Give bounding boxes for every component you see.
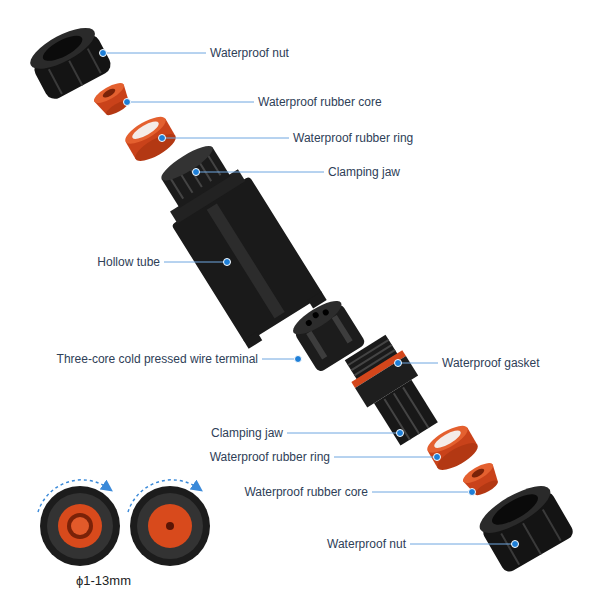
part-label: Waterproof nut	[210, 45, 289, 61]
part-label: Waterproof gasket	[442, 355, 540, 371]
part-label: Clamping jaw	[211, 425, 283, 441]
part-label: Waterproof rubber core	[244, 484, 368, 500]
rubber-core-top	[91, 79, 134, 119]
rubber-ring-top	[122, 112, 180, 166]
clamping-jaw-lower	[340, 332, 445, 450]
leader-lines	[103, 53, 515, 544]
rubber-core-bottom	[460, 459, 503, 499]
part-label: Hollow tube	[97, 254, 160, 270]
part-label: Waterproof rubber ring	[293, 130, 413, 146]
hollow-tube	[144, 132, 327, 349]
nut-top	[25, 20, 114, 102]
end-view-large-hole	[38, 480, 120, 566]
end-view-small-hole	[128, 480, 210, 566]
part-label: Waterproof rubber core	[258, 94, 382, 110]
nut-bottom	[473, 477, 575, 574]
dimension-label: ϕ1-13mm	[76, 573, 131, 589]
part-label: Three-core cold pressed wire terminal	[57, 351, 258, 367]
rubber-ring-bottom	[424, 421, 482, 475]
leader-dots	[100, 50, 519, 548]
part-label: Waterproof rubber ring	[210, 449, 330, 465]
part-label: Clamping jaw	[328, 164, 400, 180]
part-label: Waterproof nut	[327, 536, 406, 552]
